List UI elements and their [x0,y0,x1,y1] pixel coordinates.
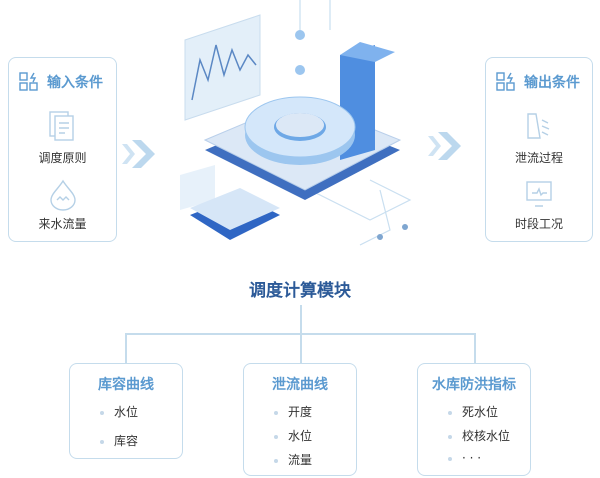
water-drop-icon [49,179,76,211]
list-item: 开度 [274,403,312,420]
list-item: 流量 [274,451,312,468]
connector-right [474,333,476,363]
output-item-discharge-process: 泄流过程 [514,151,563,165]
input-item-dispatch-rules: 调度原则 [38,151,87,165]
list-item: 库容 [100,432,138,449]
input-title: 输入条件 [47,75,103,91]
card-flood-control-indicators: 水库防洪指标 死水位 校核水位 · · · [417,363,531,476]
card-title: 库容曲线 [98,377,154,393]
input-conditions-panel: 输入条件 调度原则 来水流量 [8,57,117,242]
output-conditions-panel: 输出条件 泄流过程 时段工况 [485,57,593,242]
list-item: 死水位 [448,403,498,420]
computation-module-illustration [180,0,412,246]
card-discharge-curve: 泄流曲线 开度 水位 流量 [243,363,357,476]
connector-horizontal [125,333,475,335]
output-title: 输出条件 [524,75,580,91]
input-item-inflow: 来水流量 [38,217,87,231]
card-title: 水库防洪指标 [432,377,516,393]
card-storage-curve: 库容曲线 水位 库容 [69,363,183,459]
output-item-period-conditions: 时段工况 [514,217,563,231]
output-header: 输出条件 [496,72,580,92]
list-item: · · · [448,451,481,465]
chevron-arrow-right [428,132,461,160]
card-title: 泄流曲线 [272,377,328,393]
list-item: 水位 [100,403,138,420]
connector-left [125,333,127,363]
chevron-arrow-left [122,140,155,168]
list-item: 校核水位 [448,427,510,444]
list-item: 水位 [274,427,312,444]
apps-icon [19,72,38,91]
monitor-icon [526,181,552,207]
apps-icon [496,72,515,91]
input-header: 输入条件 [19,72,103,92]
discharge-icon [527,113,550,139]
module-title: 调度计算模块 [249,281,351,301]
document-icon [48,111,74,141]
